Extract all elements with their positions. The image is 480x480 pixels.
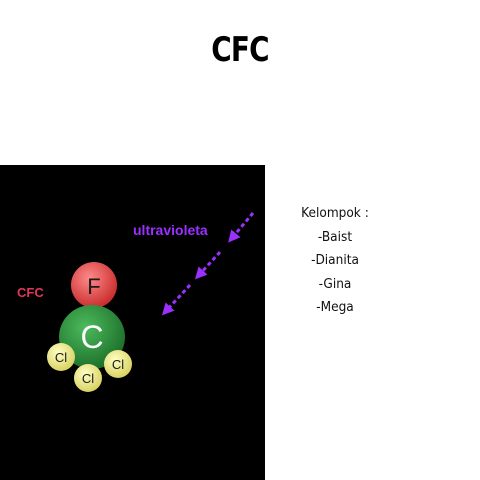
- chlorine-atom-right: Cl: [104, 350, 132, 378]
- uv-ray-arrow: [161, 283, 192, 316]
- chlorine-symbol: Cl: [55, 350, 67, 365]
- group-heading: Kelompok :: [301, 205, 369, 221]
- chlorine-atom-bottom: Cl: [74, 364, 102, 392]
- molecule-svg: CFC ultravioleta F C Cl Cl Cl: [17, 212, 255, 392]
- carbon-atom: C: [59, 305, 125, 369]
- group-member: -Dianita: [311, 252, 359, 268]
- chlorine-symbol: Cl: [82, 371, 94, 386]
- group-member: -Baist: [317, 228, 353, 245]
- uv-ray-arrow: [228, 212, 255, 243]
- fluorine-symbol: F: [87, 274, 100, 299]
- cfc-molecule-illustration: CFC ultravioleta F C Cl Cl Cl: [0, 165, 265, 480]
- chlorine-atom-left: Cl: [47, 343, 75, 371]
- radiation-label: ultravioleta: [133, 222, 208, 238]
- fluorine-atom: F: [71, 262, 117, 308]
- uv-ray-arrow: [194, 250, 222, 280]
- slide-title: CFC: [211, 30, 269, 70]
- molecule-caption: CFC: [17, 285, 44, 300]
- group-member: -Mega: [316, 299, 354, 315]
- carbon-symbol: C: [80, 319, 103, 355]
- group-members-block: Kelompok : -Baist -Dianita -Gina -Mega: [290, 202, 380, 320]
- group-member: -Gina: [318, 275, 352, 292]
- chlorine-symbol: Cl: [112, 357, 124, 372]
